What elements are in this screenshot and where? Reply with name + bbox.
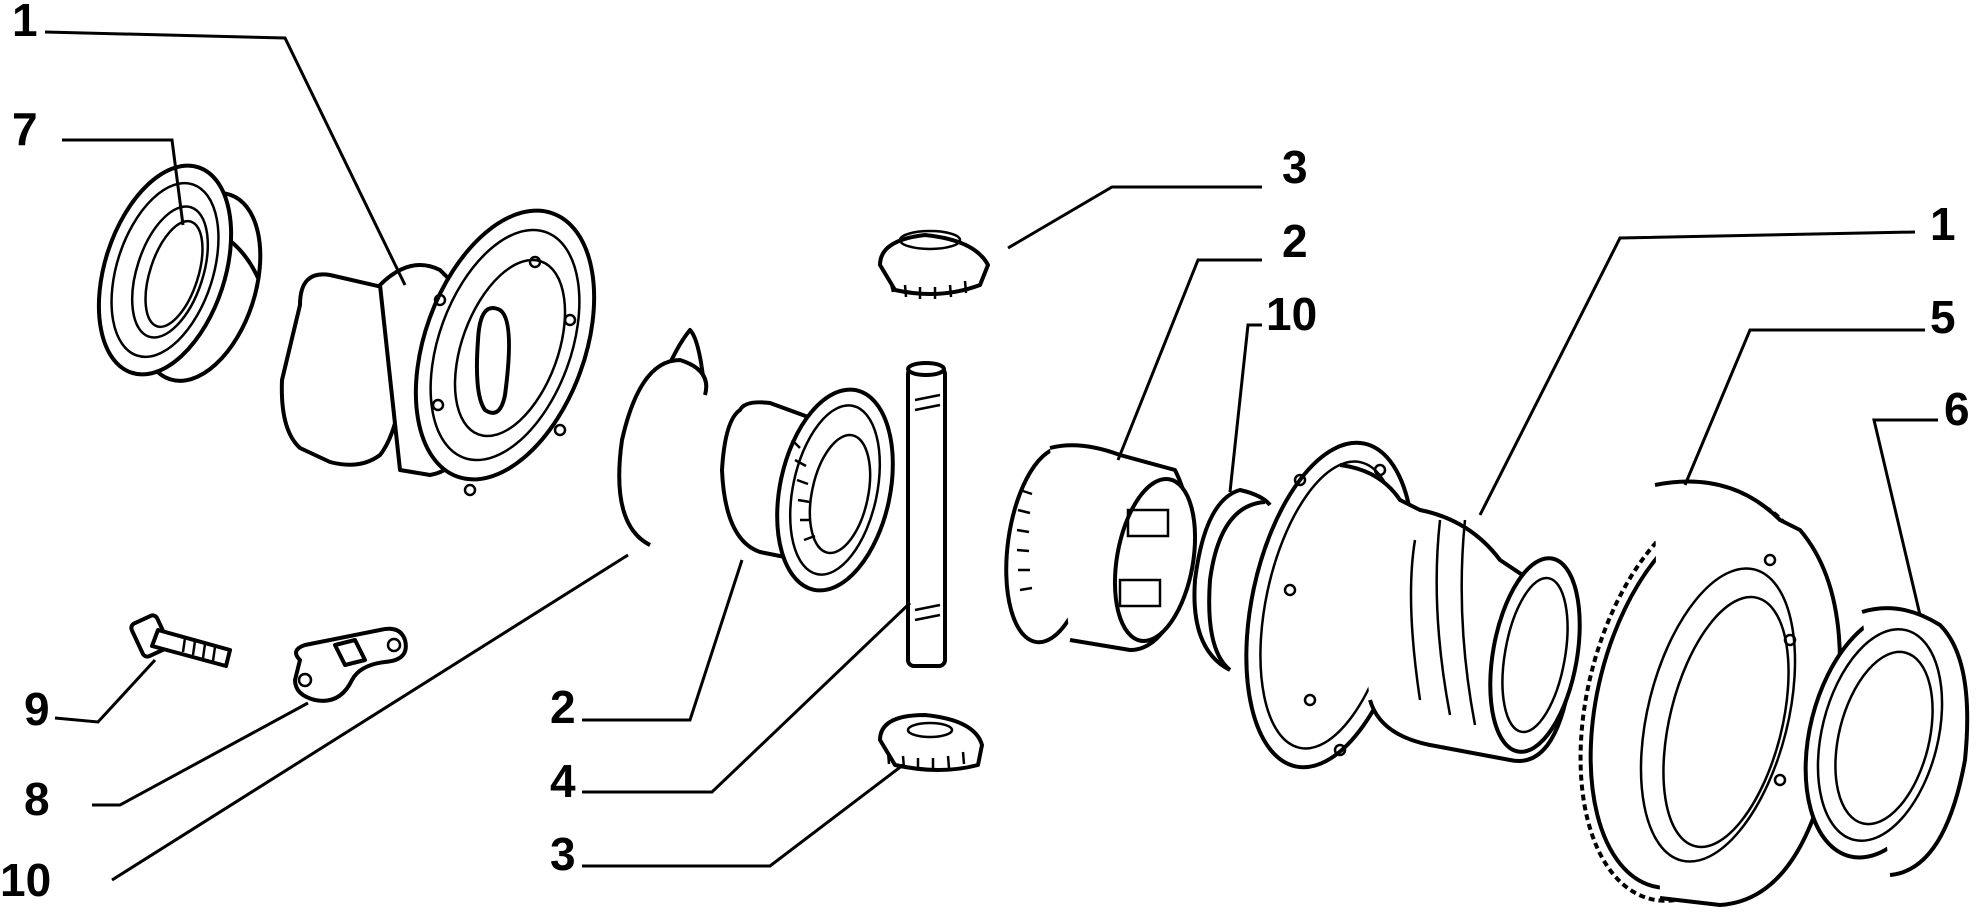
callout-label: 8 bbox=[24, 773, 50, 825]
housing-left bbox=[279, 208, 597, 497]
housing-right bbox=[1244, 440, 1582, 770]
snap-ring-right bbox=[1192, 488, 1272, 672]
bolt bbox=[129, 613, 232, 668]
callout-label: 6 bbox=[1944, 383, 1970, 435]
callout-label: 1 bbox=[1930, 198, 1956, 250]
callout-label: 2 bbox=[550, 681, 576, 733]
callout-label: 10 bbox=[0, 854, 51, 906]
bearing-right bbox=[1803, 606, 1970, 877]
side-gear-left bbox=[720, 387, 895, 593]
callout-label: 2 bbox=[1282, 215, 1308, 267]
side-gear-right bbox=[1004, 443, 1198, 652]
callout-label: 7 bbox=[12, 103, 38, 155]
callout-labels: 1 7 3 2 10 1 5 6 9 8 2 4 3 10 bbox=[0, 0, 1970, 906]
pinion-gear-top bbox=[878, 229, 990, 299]
callout-label: 4 bbox=[550, 755, 576, 807]
snap-ring-left bbox=[617, 328, 709, 547]
pinion-gear-bottom bbox=[878, 713, 984, 772]
callout-label: 10 bbox=[1266, 288, 1317, 340]
callout-label: 9 bbox=[24, 683, 50, 735]
pinion-shaft bbox=[906, 361, 947, 668]
callout-label: 5 bbox=[1930, 291, 1956, 343]
callout-label: 3 bbox=[550, 828, 576, 880]
leader-lines bbox=[44, 30, 1938, 882]
lock-plate bbox=[293, 626, 408, 703]
bearing-left bbox=[96, 163, 263, 383]
ring-gear bbox=[1578, 479, 1842, 907]
callout-label: 3 bbox=[1282, 141, 1308, 193]
callout-label: 1 bbox=[12, 0, 38, 46]
